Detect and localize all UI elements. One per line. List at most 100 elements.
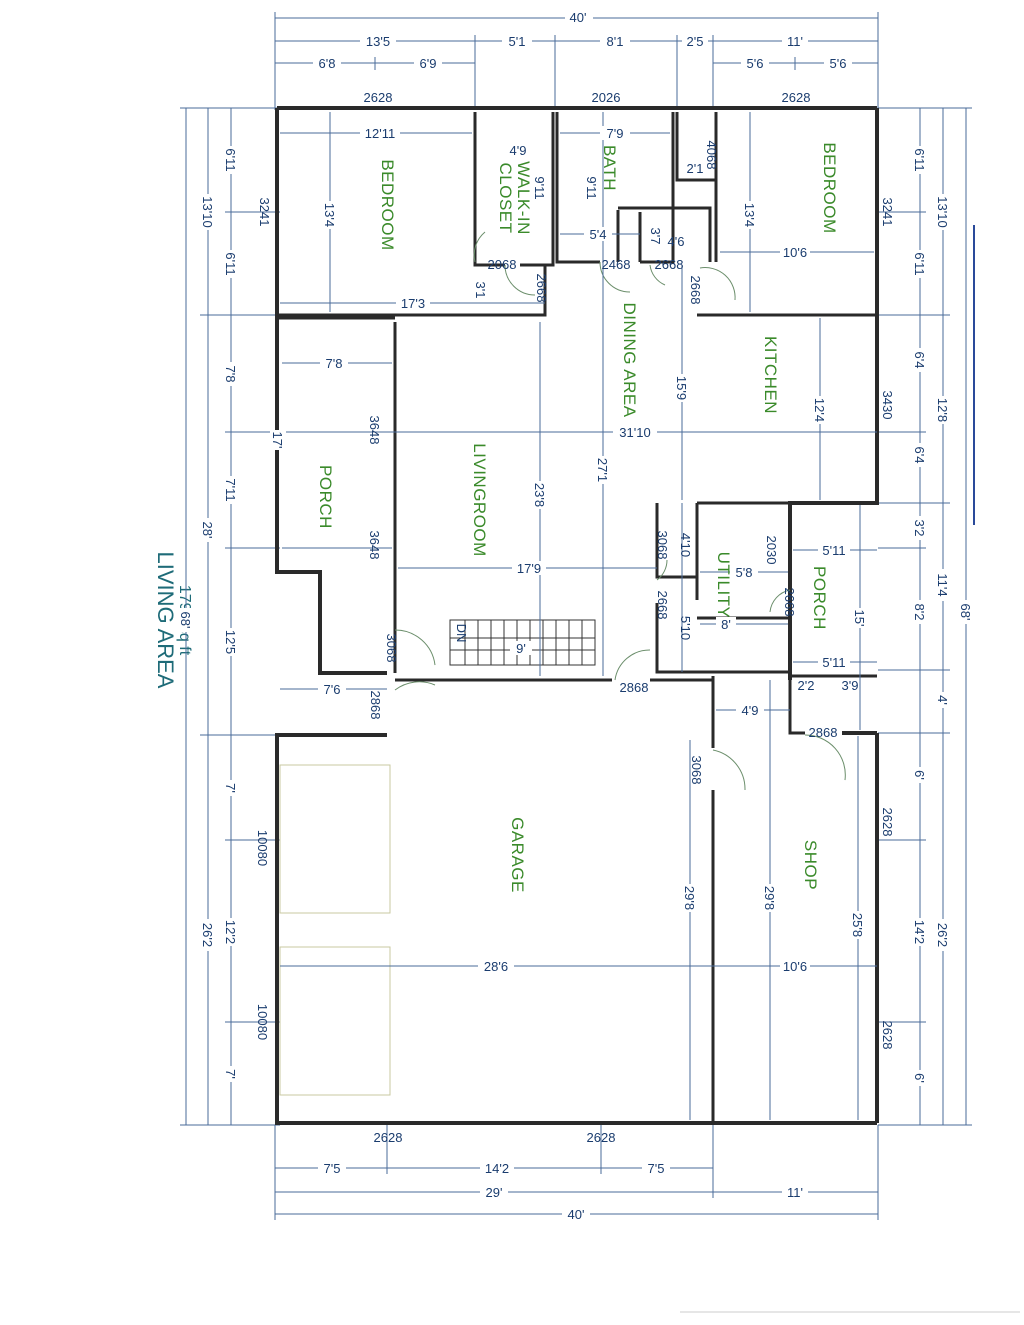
- interior-walls: [277, 112, 877, 1123]
- top-dim-f: 6'8: [319, 56, 336, 71]
- room-bedroom-left: BEDROOM: [378, 159, 397, 250]
- dim-shop-h: 29'8: [762, 886, 777, 910]
- left-seg-4: 7'11: [223, 478, 238, 501]
- dim-porch-r-15: 15': [852, 610, 867, 627]
- dim-closet-h: 9'11: [532, 176, 547, 199]
- dim-door-2030: 2030: [764, 536, 779, 565]
- window-top-3: 2628: [782, 90, 811, 105]
- right-seg-1: 6'11: [912, 148, 927, 171]
- dim-kitchen-h: 12'4: [812, 398, 827, 422]
- room-garage: GARAGE: [508, 817, 527, 893]
- bottom-window-1: 2628: [374, 1130, 403, 1145]
- room-porch-right: PORCH: [810, 566, 829, 630]
- dim-door-2868a: 2868: [620, 680, 649, 695]
- left-seg-7: 12'2: [223, 920, 238, 944]
- dim-living-h: 23'8: [532, 483, 547, 507]
- dim-win-bed-l: 3241: [257, 198, 272, 227]
- bottom-garage-dim: 29': [486, 1185, 503, 1200]
- dim-util-5-8: 5'8: [736, 565, 753, 580]
- dim-win-bed-r: 3241: [880, 198, 895, 227]
- bottom-dimension-lines: [274, 1125, 879, 1220]
- stair-dn-label: DN: [454, 624, 469, 643]
- dim-porch-l-h: 17': [270, 432, 285, 449]
- bottom-overall-dim: 40': [568, 1207, 585, 1222]
- right-seg-2: 6'11: [912, 252, 927, 275]
- window-top-1: 2628: [364, 90, 393, 105]
- dim-house-h: 27'1: [595, 458, 610, 482]
- dim-living-w: 17'9: [517, 561, 541, 576]
- left-seg-2: 6'11: [223, 252, 238, 275]
- top-dim-e: 11': [787, 34, 803, 49]
- dim-shop-h2: 25'8: [850, 913, 865, 937]
- dim-util-5-11a: 5'11: [822, 543, 845, 558]
- top-dim-g: 6'9: [420, 56, 437, 71]
- dim-win-3648b: 3648: [367, 531, 382, 560]
- dim-door-2868b: 2868: [368, 691, 383, 720]
- right-porch-dim: 11'4: [935, 573, 950, 596]
- top-dim-c: 8'1: [607, 34, 624, 49]
- dim-util-8: 8': [721, 617, 731, 632]
- top-dim-h: 5'6: [747, 56, 764, 71]
- dim-util-4-10: 4'10: [678, 533, 693, 557]
- dim-bed-r-w: 10'6: [783, 245, 807, 260]
- right-seg-8: 6': [912, 770, 927, 780]
- dim-porch-l-bottom: 7'6: [324, 682, 341, 697]
- dim-gdoor-2: 10080: [255, 1004, 270, 1040]
- dim-stair-w: 9': [516, 641, 526, 656]
- right-lower-dim: 26'2: [935, 923, 950, 947]
- room-porch-left: PORCH: [316, 465, 335, 529]
- garage-doors: [279, 764, 391, 1096]
- dim-util-5-11b: 5'11: [822, 655, 845, 670]
- left-overall-dim: 68': [178, 612, 193, 629]
- top-dim-d: 2'5: [687, 34, 704, 49]
- dim-bed-l-h: 13'4: [322, 203, 337, 227]
- dim-door-closet: 2068: [488, 257, 517, 272]
- left-seg-3: 7'8: [223, 366, 238, 383]
- window-top-2: 2026: [592, 90, 621, 105]
- bottom-shop-dim: 11': [787, 1185, 803, 1200]
- dim-door-2868c: 2868: [809, 725, 838, 740]
- top-overall-dim: 40': [570, 10, 587, 25]
- door-swings: [394, 231, 846, 791]
- left-upper-dim: 28': [200, 522, 215, 539]
- room-dining: DINING AREA: [620, 302, 639, 417]
- dim-shop-4-9: 4'9: [742, 703, 759, 718]
- left-seg-8: 7': [223, 1069, 238, 1079]
- dim-bath-w: 7'9: [607, 126, 624, 141]
- dim-bed-l-bottom: 17'3: [401, 296, 425, 311]
- dim-shop-2-2: 2'2: [798, 678, 815, 693]
- top-dim-b: 5'1: [509, 34, 526, 49]
- room-shop: SHOP: [801, 840, 820, 890]
- bottom-window-2: 2628: [587, 1130, 616, 1145]
- right-seg-5: 3'2: [912, 520, 927, 537]
- dim-bath-sub-w: 5'4: [590, 227, 607, 242]
- right-seg-6: 8'2: [912, 604, 927, 621]
- bottom-dim-c: 7'5: [648, 1161, 665, 1176]
- left-seg-5: 12'5: [223, 630, 238, 654]
- dim-porch-l-w: 7'8: [326, 356, 343, 371]
- bottom-dim-a: 7'5: [324, 1161, 341, 1176]
- room-bedroom-right: BEDROOM: [820, 142, 839, 233]
- dim-small-2-1: 2'1: [687, 161, 704, 176]
- dim-bath-sub-w2: 4'6: [668, 234, 685, 249]
- dim-garage-h: 29'8: [682, 886, 697, 910]
- interior-dim-labels: 12'11 4'9 2068 17'3 7'9 5'4 4'6 2468 266…: [318, 126, 858, 974]
- dim-door-2668b: 2668: [655, 257, 684, 272]
- room-utility: UTILITY: [714, 552, 733, 619]
- dim-garage-w: 28'6: [484, 959, 508, 974]
- dim-win-shop-2: 2628: [880, 1021, 895, 1050]
- dim-shop-w: 10'6: [783, 959, 807, 974]
- dim-door-2668e: 2668: [782, 588, 797, 617]
- dim-win-3648a: 3648: [367, 416, 382, 445]
- dim-bath-sub-h: 3'7: [648, 228, 663, 245]
- dim-win-kitchen: 3430: [880, 391, 895, 420]
- right-seg-4: 6'4: [912, 447, 927, 464]
- right-kitchen-dim: 12'8: [935, 398, 950, 422]
- dim-door-3068c: 3068: [689, 756, 704, 785]
- dim-door-2668d: 2668: [655, 591, 670, 620]
- room-livingroom: LIVINGROOM: [470, 443, 489, 557]
- dim-closet-jog: 3'1: [473, 282, 488, 299]
- dim-bed-r-h: 13'4: [742, 203, 757, 227]
- dim-living-total: 31'10: [619, 425, 650, 440]
